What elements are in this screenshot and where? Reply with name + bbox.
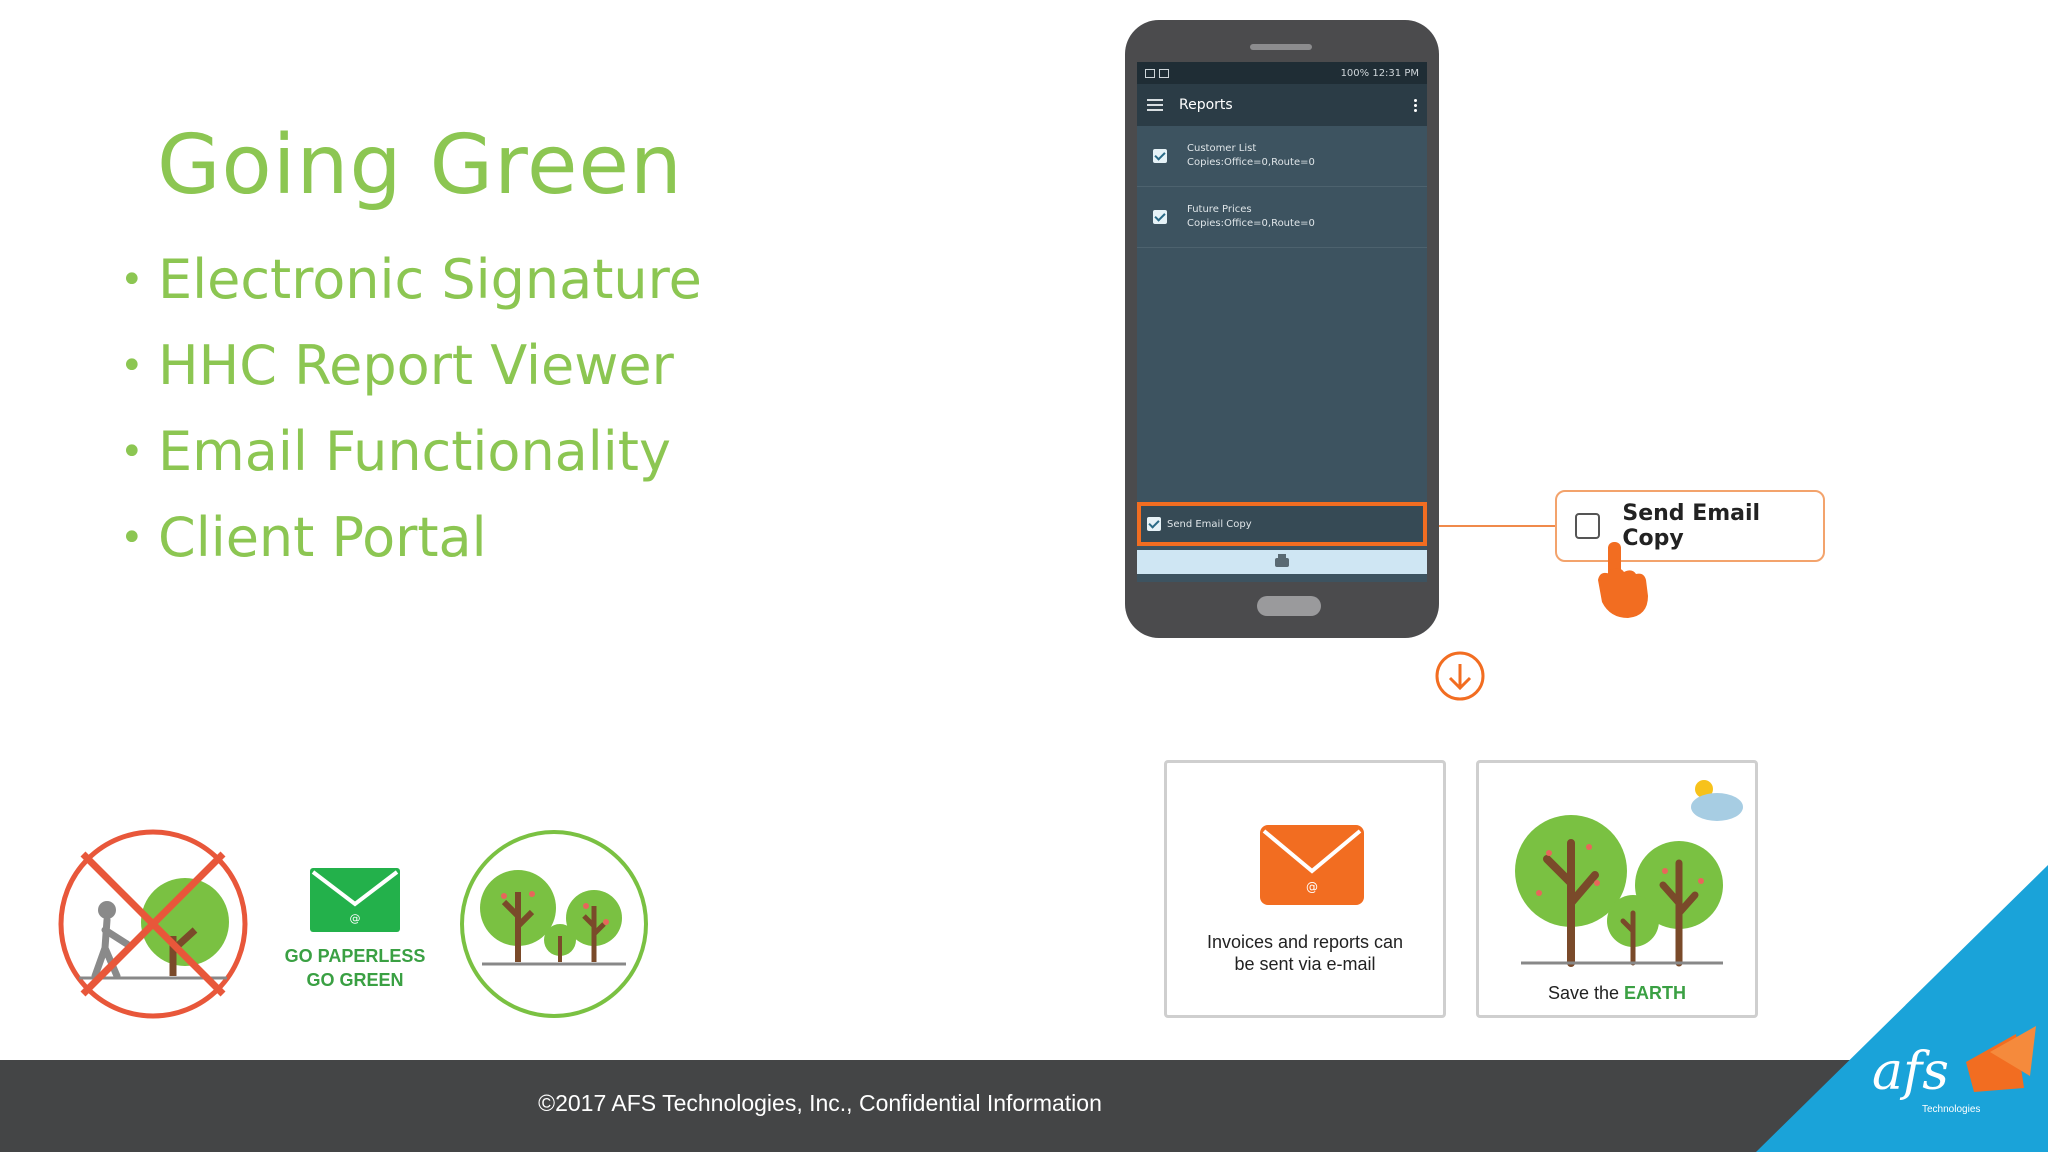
trees-illustration [1515, 780, 1743, 967]
bullet-item: • Client Portal [118, 505, 702, 591]
bullet-dot: • [120, 429, 144, 475]
earth-panel-caption: Save the EARTH [1479, 983, 1755, 1004]
report-name: Future Prices [1187, 204, 1252, 215]
earth-caption-prefix: Save the [1547, 983, 1625, 1003]
bullet-text: Email Functionality [158, 420, 671, 483]
report-detail: Copies:Office=0,Route=0 [1187, 218, 1315, 229]
report-checkbox[interactable] [1153, 149, 1167, 163]
footer-bar: ©2017 AFS Technologies, Inc., Confidenti… [0, 1060, 2048, 1152]
slide-title: Going Green [157, 118, 683, 213]
send-email-checkbox[interactable] [1147, 517, 1161, 531]
bullet-dot: • [120, 515, 144, 561]
email-panel: @ Invoices and reports can be sent via e… [1164, 760, 1446, 1018]
overflow-menu-icon[interactable] [1414, 98, 1417, 112]
svg-text:@: @ [1306, 880, 1318, 894]
phone-speaker [1250, 44, 1312, 50]
earth-caption-emph: EARTH [1624, 983, 1687, 1003]
status-bar: 100% 12:31 PM [1137, 62, 1427, 84]
footer-copyright: ©2017 AFS Technologies, Inc., Confidenti… [538, 1090, 1102, 1116]
phone-home-button [1257, 596, 1321, 616]
callout-checkbox [1575, 513, 1601, 539]
cloud-icon [1691, 793, 1743, 821]
earth-panel: Save the EARTH [1476, 760, 1758, 1018]
image-icon [1145, 68, 1155, 78]
app-bar-title: Reports [1179, 97, 1233, 113]
folder-icon [1159, 68, 1169, 78]
report-detail: Copies:Office=0,Route=0 [1187, 157, 1315, 168]
go-paperless-caption: GO PAPERLESS GO GREEN [280, 944, 430, 992]
email-caption-line: Invoices and reports can [1206, 932, 1404, 952]
bullet-item: • Electronic Signature [118, 247, 702, 333]
bullet-dot: • [120, 343, 144, 389]
hamburger-menu-icon[interactable] [1147, 99, 1163, 111]
send-email-copy-option[interactable]: Send Email Copy [1137, 502, 1427, 546]
report-row[interactable]: Customer List Copies:Office=0,Route=0 [1137, 126, 1427, 187]
bullet-item: • HHC Report Viewer [118, 333, 702, 419]
send-email-callout: Send Email Copy [1555, 490, 1825, 562]
trees-circle-icon [460, 830, 648, 1018]
svg-text:@: @ [350, 912, 361, 925]
status-notification-icons [1145, 68, 1169, 78]
printer-icon [1275, 553, 1289, 567]
pointing-hand-icon [1598, 542, 1648, 618]
email-caption-line: be sent via e-mail [1234, 954, 1376, 974]
afs-logo-subtitle: Technologies [1922, 1104, 1981, 1115]
report-name: Customer List [1187, 143, 1257, 154]
app-bar: Reports [1137, 84, 1427, 126]
bullet-dot: • [120, 257, 144, 303]
phone-screen: 100% 12:31 PM Reports Customer List Copi… [1137, 62, 1427, 582]
report-checkbox[interactable] [1153, 210, 1167, 224]
go-paperless-line: GO PAPERLESS [284, 946, 426, 966]
email-panel-caption: Invoices and reports can be sent via e-m… [1167, 931, 1443, 975]
status-right: 100% 12:31 PM [1340, 67, 1419, 79]
go-paperless-badge: @ GO PAPERLESS GO GREEN [285, 868, 425, 990]
green-envelope-icon: @ [310, 868, 400, 932]
arrow-down-circle-icon [1435, 651, 1485, 701]
go-green-line: GO GREEN [306, 970, 404, 990]
bullet-text: HHC Report Viewer [158, 334, 674, 397]
callout-connector [1439, 525, 1556, 527]
bullet-text: Electronic Signature [158, 248, 702, 311]
afs-logo: afs [1872, 1042, 1949, 1102]
phone-mockup: 100% 12:31 PM Reports Customer List Copi… [1125, 20, 1439, 638]
no-tree-cutting-icon [58, 829, 248, 1019]
callout-label: Send Email Copy [1622, 501, 1761, 551]
send-email-label: Send Email Copy [1167, 518, 1252, 530]
print-button[interactable] [1137, 550, 1427, 574]
bullet-list: • Electronic Signature • HHC Report Viewer… [118, 247, 702, 591]
email-envelope-icon: @ [1260, 825, 1364, 905]
bullet-text: Client Portal [158, 506, 487, 569]
sun-icon [1695, 780, 1713, 798]
report-row[interactable]: Future Prices Copies:Office=0,Route=0 [1137, 187, 1427, 248]
bullet-item: • Email Functionality [118, 419, 702, 505]
